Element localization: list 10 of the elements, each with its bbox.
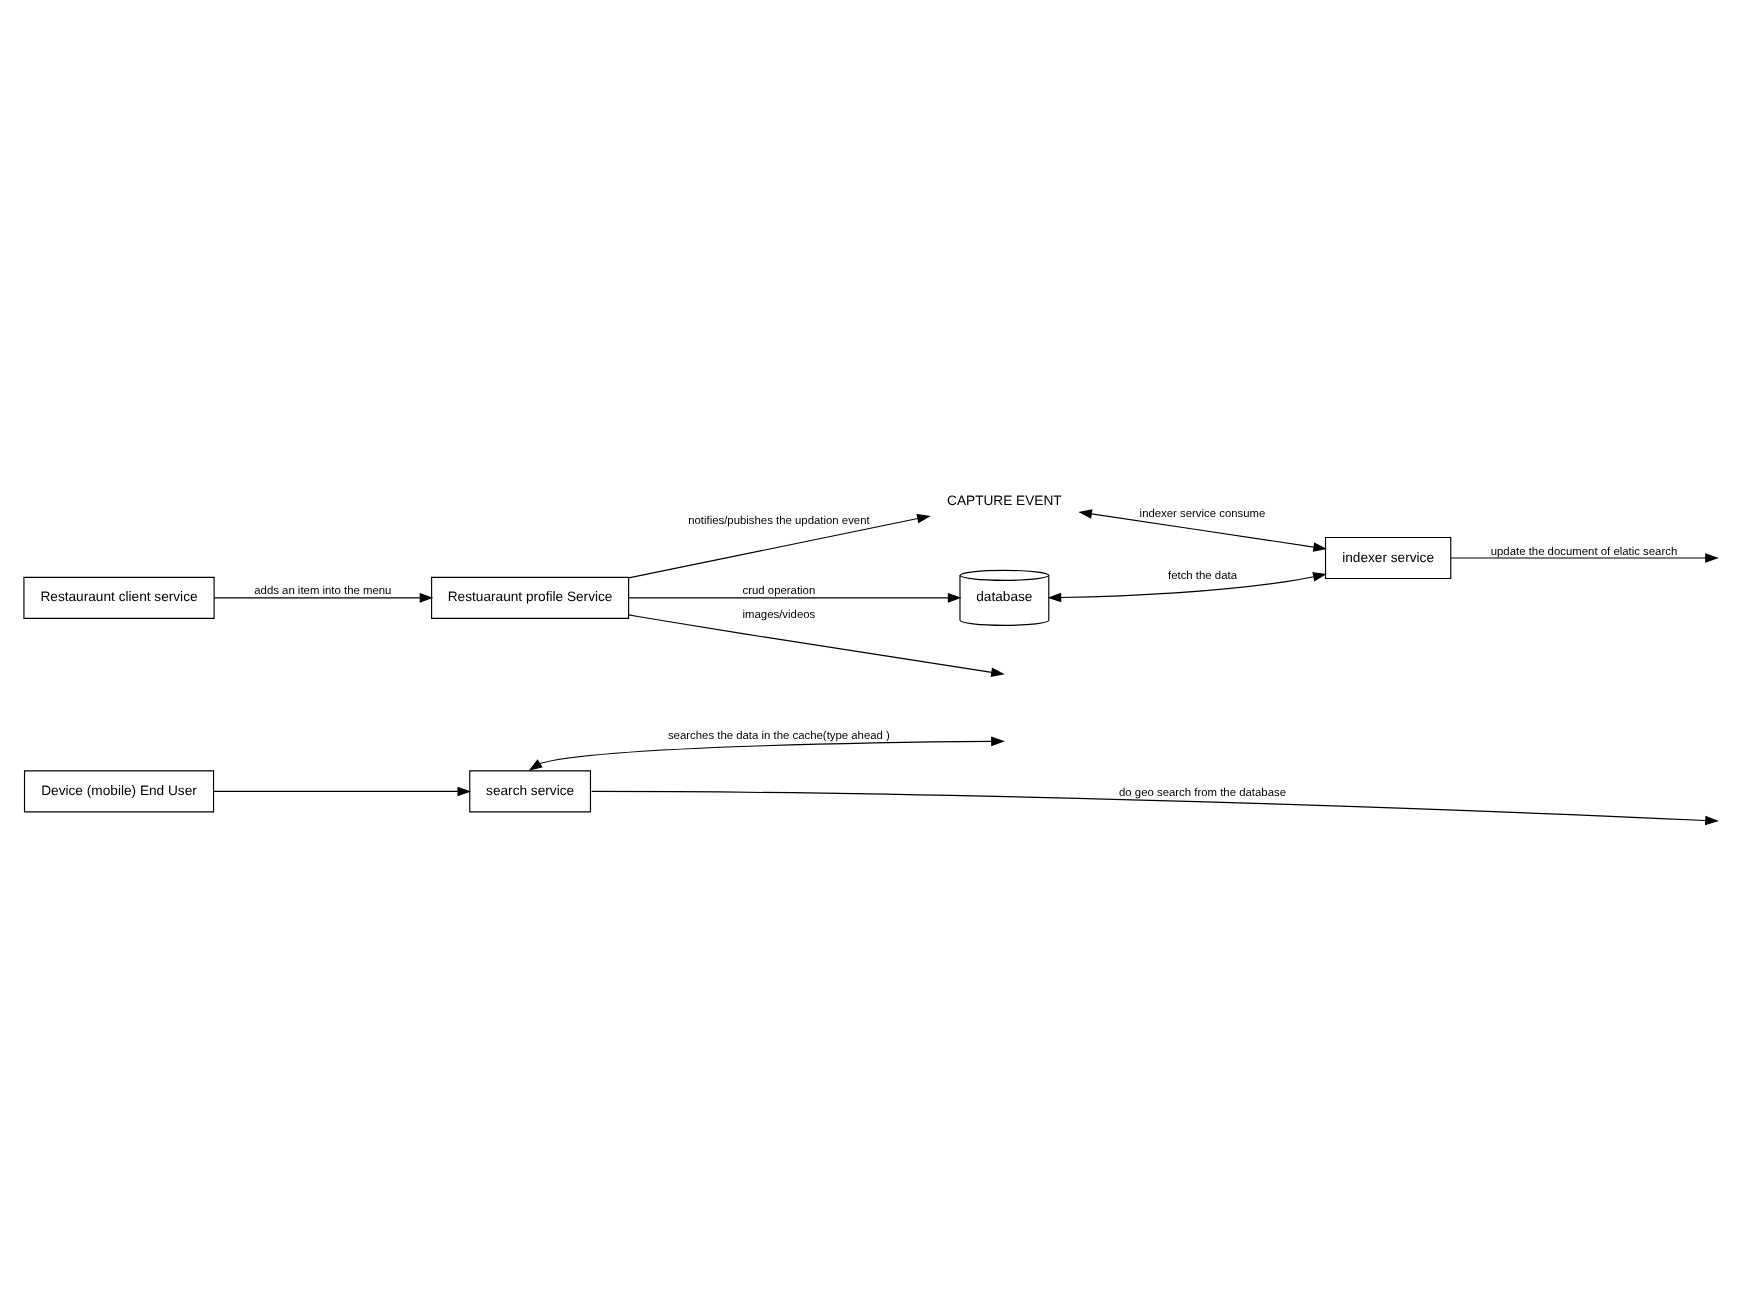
arrow xyxy=(1450,553,1719,563)
arrow xyxy=(628,513,931,579)
arrow xyxy=(591,790,1719,826)
arrow xyxy=(628,593,962,603)
arrow xyxy=(213,786,472,797)
arrow xyxy=(213,593,434,603)
arrow xyxy=(1047,572,1327,603)
arrow xyxy=(1078,509,1328,552)
arrow xyxy=(628,614,1005,678)
arrow xyxy=(528,736,1005,771)
